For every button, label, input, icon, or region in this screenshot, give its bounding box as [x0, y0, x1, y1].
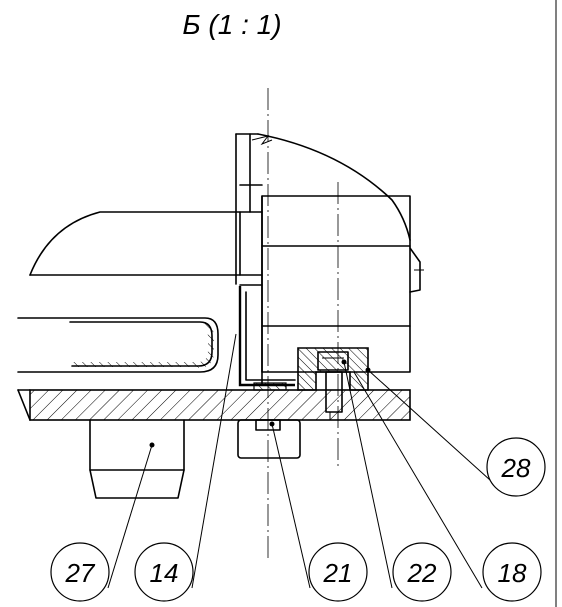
view-title: Б (1 : 1) — [182, 9, 281, 40]
callout-label-27: 27 — [65, 558, 96, 588]
callout-27: 27 — [50, 542, 110, 602]
callout-label-18: 18 — [498, 558, 527, 588]
bolt-housing — [297, 347, 369, 420]
callout-18: 18 — [482, 542, 542, 602]
pedestal-part-27 — [89, 419, 185, 499]
callout-21: 21 — [308, 542, 368, 602]
leader-dot-21 — [269, 421, 275, 427]
leader-dot-28 — [365, 367, 371, 373]
leader-dot-27 — [149, 442, 155, 448]
leader-lines — [107, 333, 491, 589]
nut-part-21 — [237, 382, 301, 459]
base-plate — [17, 389, 411, 421]
callout-22: 22 — [392, 542, 452, 602]
callout-label-14: 14 — [150, 558, 179, 588]
leader-dot-22 — [341, 359, 347, 365]
callout-label-21: 21 — [323, 558, 353, 588]
callout-label-28: 28 — [501, 453, 531, 483]
upper-housing — [235, 133, 411, 285]
callout-28: 28 — [486, 437, 546, 497]
bracket-plate — [238, 286, 296, 387]
left-tray — [17, 317, 219, 421]
callout-14: 14 — [134, 542, 194, 602]
callout-label-22: 22 — [407, 558, 437, 588]
left-arm-top — [29, 211, 263, 286]
